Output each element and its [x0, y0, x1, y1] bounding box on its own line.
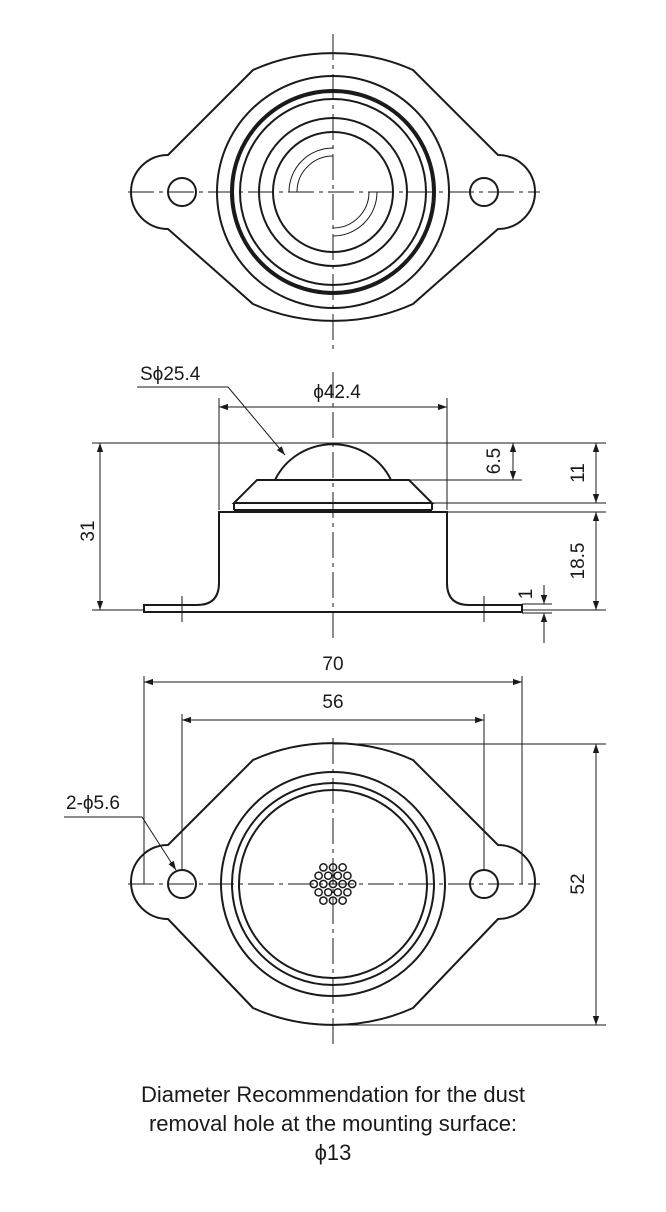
total-height-label: 31	[78, 520, 99, 541]
dust-hole	[333, 887, 343, 897]
side-view	[143, 372, 523, 640]
dust-hole	[314, 887, 323, 897]
dust-hole	[343, 887, 352, 897]
body-diameter-label: ϕ42.4	[313, 382, 361, 403]
dust-hole	[323, 887, 333, 897]
dust-hole	[338, 863, 347, 872]
top-view	[128, 34, 540, 352]
ball-sphere-label: Sϕ25.4	[140, 364, 201, 385]
mounting-hole-leader-line	[64, 816, 177, 871]
flange-width-label: 70	[322, 654, 343, 675]
dimension-labels: Sϕ25.4 ϕ42.4 6.5 11 31 18.5 1 70 56 2-ϕ5…	[66, 364, 589, 895]
mounting-holes-label: 2-ϕ5.6	[66, 793, 120, 814]
ball-highlight-arc-4	[332, 191, 370, 229]
ball-highlight-arc-2	[296, 155, 334, 193]
dust-hole	[338, 896, 347, 905]
caption-line-1: Diameter Recommendation for the dust	[141, 1082, 525, 1107]
ball-highlight-arc-3	[332, 191, 378, 237]
caption-line-2: removal hole at the mounting surface:	[148, 1111, 518, 1136]
ball-highlight-arc-1	[288, 147, 334, 193]
bottom-view-flange-outline	[130, 742, 536, 1026]
dust-hole	[319, 896, 328, 905]
dust-hole	[314, 871, 323, 881]
flange-depth-label: 52	[568, 873, 589, 894]
top-view-flange-outline	[130, 52, 536, 322]
side-view-body-and-flange	[143, 511, 523, 613]
dust-hole	[319, 863, 328, 872]
side-view-dimensions	[92, 386, 606, 643]
ball-leader-line	[137, 386, 286, 456]
flange-thickness-label: 1	[516, 589, 537, 600]
dust-hole	[333, 871, 343, 881]
dust-hole	[323, 871, 333, 881]
top-height-label: 11	[568, 463, 589, 483]
ball-protrusion-label: 6.5	[484, 448, 505, 474]
dust-hole	[343, 871, 352, 881]
bottom-view-dimensions	[64, 676, 606, 1026]
caption-line-3: ϕ13	[314, 1140, 352, 1165]
hole-pitch-label: 56	[322, 692, 343, 713]
body-height-label: 18.5	[568, 543, 589, 580]
bottom-view	[128, 738, 540, 1048]
